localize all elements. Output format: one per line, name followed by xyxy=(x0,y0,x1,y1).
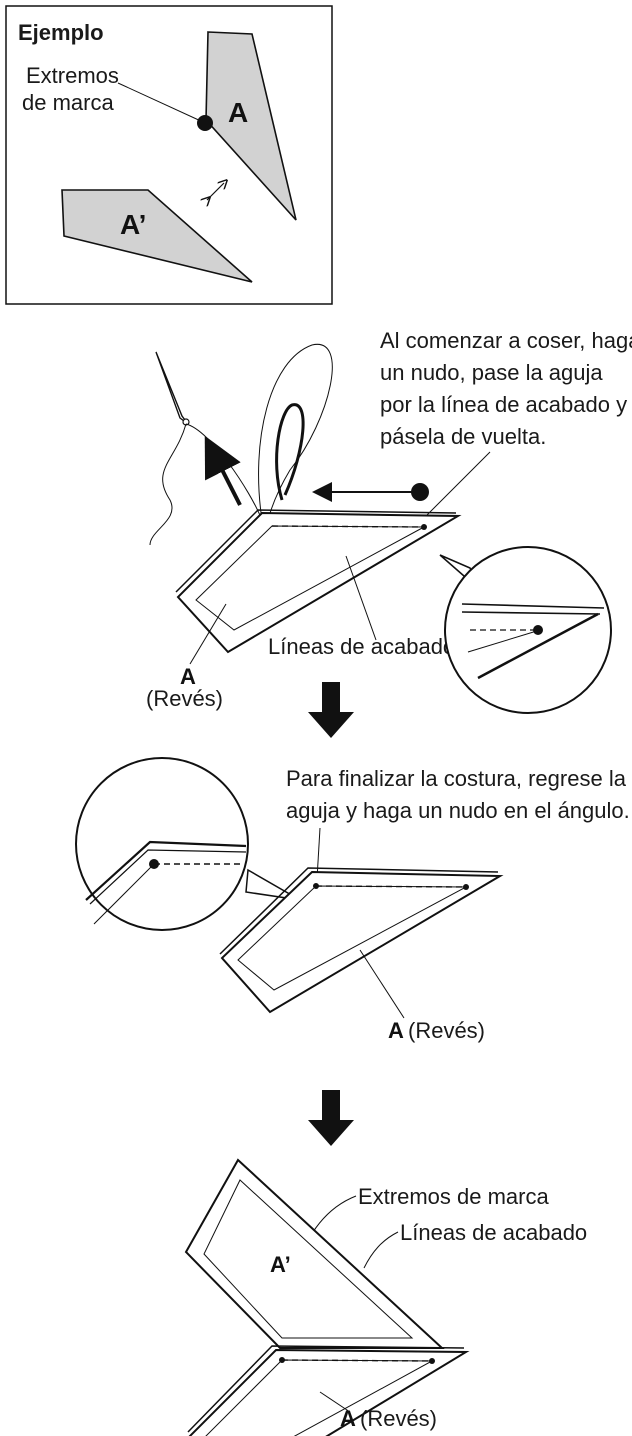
step1-reverse-label: (Revés) xyxy=(146,686,223,711)
step1-piece-label: A xyxy=(180,664,196,689)
step-arrow-2 xyxy=(308,1090,354,1146)
step2-fabric-edge xyxy=(219,867,499,955)
needle-icon xyxy=(155,351,190,426)
step1-fabric-edge xyxy=(175,509,457,593)
step2-fabric-piece xyxy=(220,870,504,1014)
step3-finish-label: Líneas de acabado xyxy=(400,1220,587,1245)
step3-piece-a-prime-label: A’ xyxy=(270,1252,291,1277)
step1-fabric-piece xyxy=(176,511,462,654)
step1-magnifier xyxy=(439,546,612,714)
example-panel: Ejemplo Extremos de marca A A’ xyxy=(5,5,333,305)
step1-note-line3: por la línea de acabado y xyxy=(380,392,627,417)
example-piece-a-prime-label: A’ xyxy=(120,209,146,240)
step3-piece-a-prime-finish xyxy=(203,1179,414,1339)
step3-reverse-label: (Revés) xyxy=(360,1406,437,1431)
step2-end-mark xyxy=(463,884,469,890)
step3-panel: Extremos de marca Líneas de acabado A’ A… xyxy=(184,1158,587,1436)
step2-note-line2: aguja y haga un nudo en el ángulo. xyxy=(286,798,630,823)
step1-end-mark xyxy=(421,524,427,530)
start-point-dot xyxy=(411,483,429,501)
step1-note-line2: un nudo, pase la aguja xyxy=(380,360,603,385)
step1-stitch-line xyxy=(271,525,425,528)
example-mark-leader xyxy=(117,82,204,123)
pull-up-arrow xyxy=(204,435,242,506)
step1-note-leader xyxy=(421,451,491,521)
step1-finish-label: Líneas de acabado xyxy=(268,634,455,659)
step2-piece-leader xyxy=(359,949,405,1019)
step3-finish-leader xyxy=(363,1231,399,1269)
step1-finish-leader xyxy=(345,555,377,641)
thread-knot-loop xyxy=(275,403,305,501)
step3-piece-a-prime xyxy=(184,1158,445,1349)
thread-tail xyxy=(149,423,187,546)
step2-magnifier xyxy=(75,757,301,931)
step2-note-line1: Para finalizar la costura, regrese la xyxy=(286,766,627,791)
step3-fabric-edge xyxy=(187,1345,465,1433)
example-piece-a xyxy=(205,31,297,221)
step2-panel: Para finalizar la costura, regrese la ag… xyxy=(75,757,630,1043)
example-piece-a-prime xyxy=(61,189,253,283)
step3-end-mark xyxy=(429,1358,435,1364)
step1-note-line4: pásela de vuelta. xyxy=(380,424,546,449)
example-title: Ejemplo xyxy=(18,20,104,45)
step3-fabric-piece xyxy=(188,1348,470,1436)
step3-marks-label: Extremos de marca xyxy=(358,1184,549,1209)
step1-panel: Al comenzar a coser, haga un nudo, pase … xyxy=(146,328,632,714)
step3-stitch-line xyxy=(281,1359,433,1362)
example-mark-label-line1: Extremos xyxy=(26,63,119,88)
step2-stitch-line xyxy=(315,885,467,888)
step3-piece-label: A xyxy=(340,1406,356,1431)
step1-piece-leader xyxy=(189,603,227,665)
step-arrow-1 xyxy=(308,682,354,738)
step3-piece-leader xyxy=(319,1391,351,1413)
example-double-arrow xyxy=(207,183,224,200)
example-mark-label-line2: de marca xyxy=(22,90,114,115)
example-mark-dot xyxy=(197,115,213,131)
step2-piece-label: A xyxy=(388,1018,404,1043)
step2-start-mark xyxy=(313,883,319,889)
step1-note-line1: Al comenzar a coser, haga xyxy=(380,328,632,353)
step3-start-mark xyxy=(279,1357,285,1363)
example-piece-a-label: A xyxy=(228,97,248,128)
step2-reverse-label: (Revés) xyxy=(408,1018,485,1043)
thread-loop xyxy=(185,343,333,521)
